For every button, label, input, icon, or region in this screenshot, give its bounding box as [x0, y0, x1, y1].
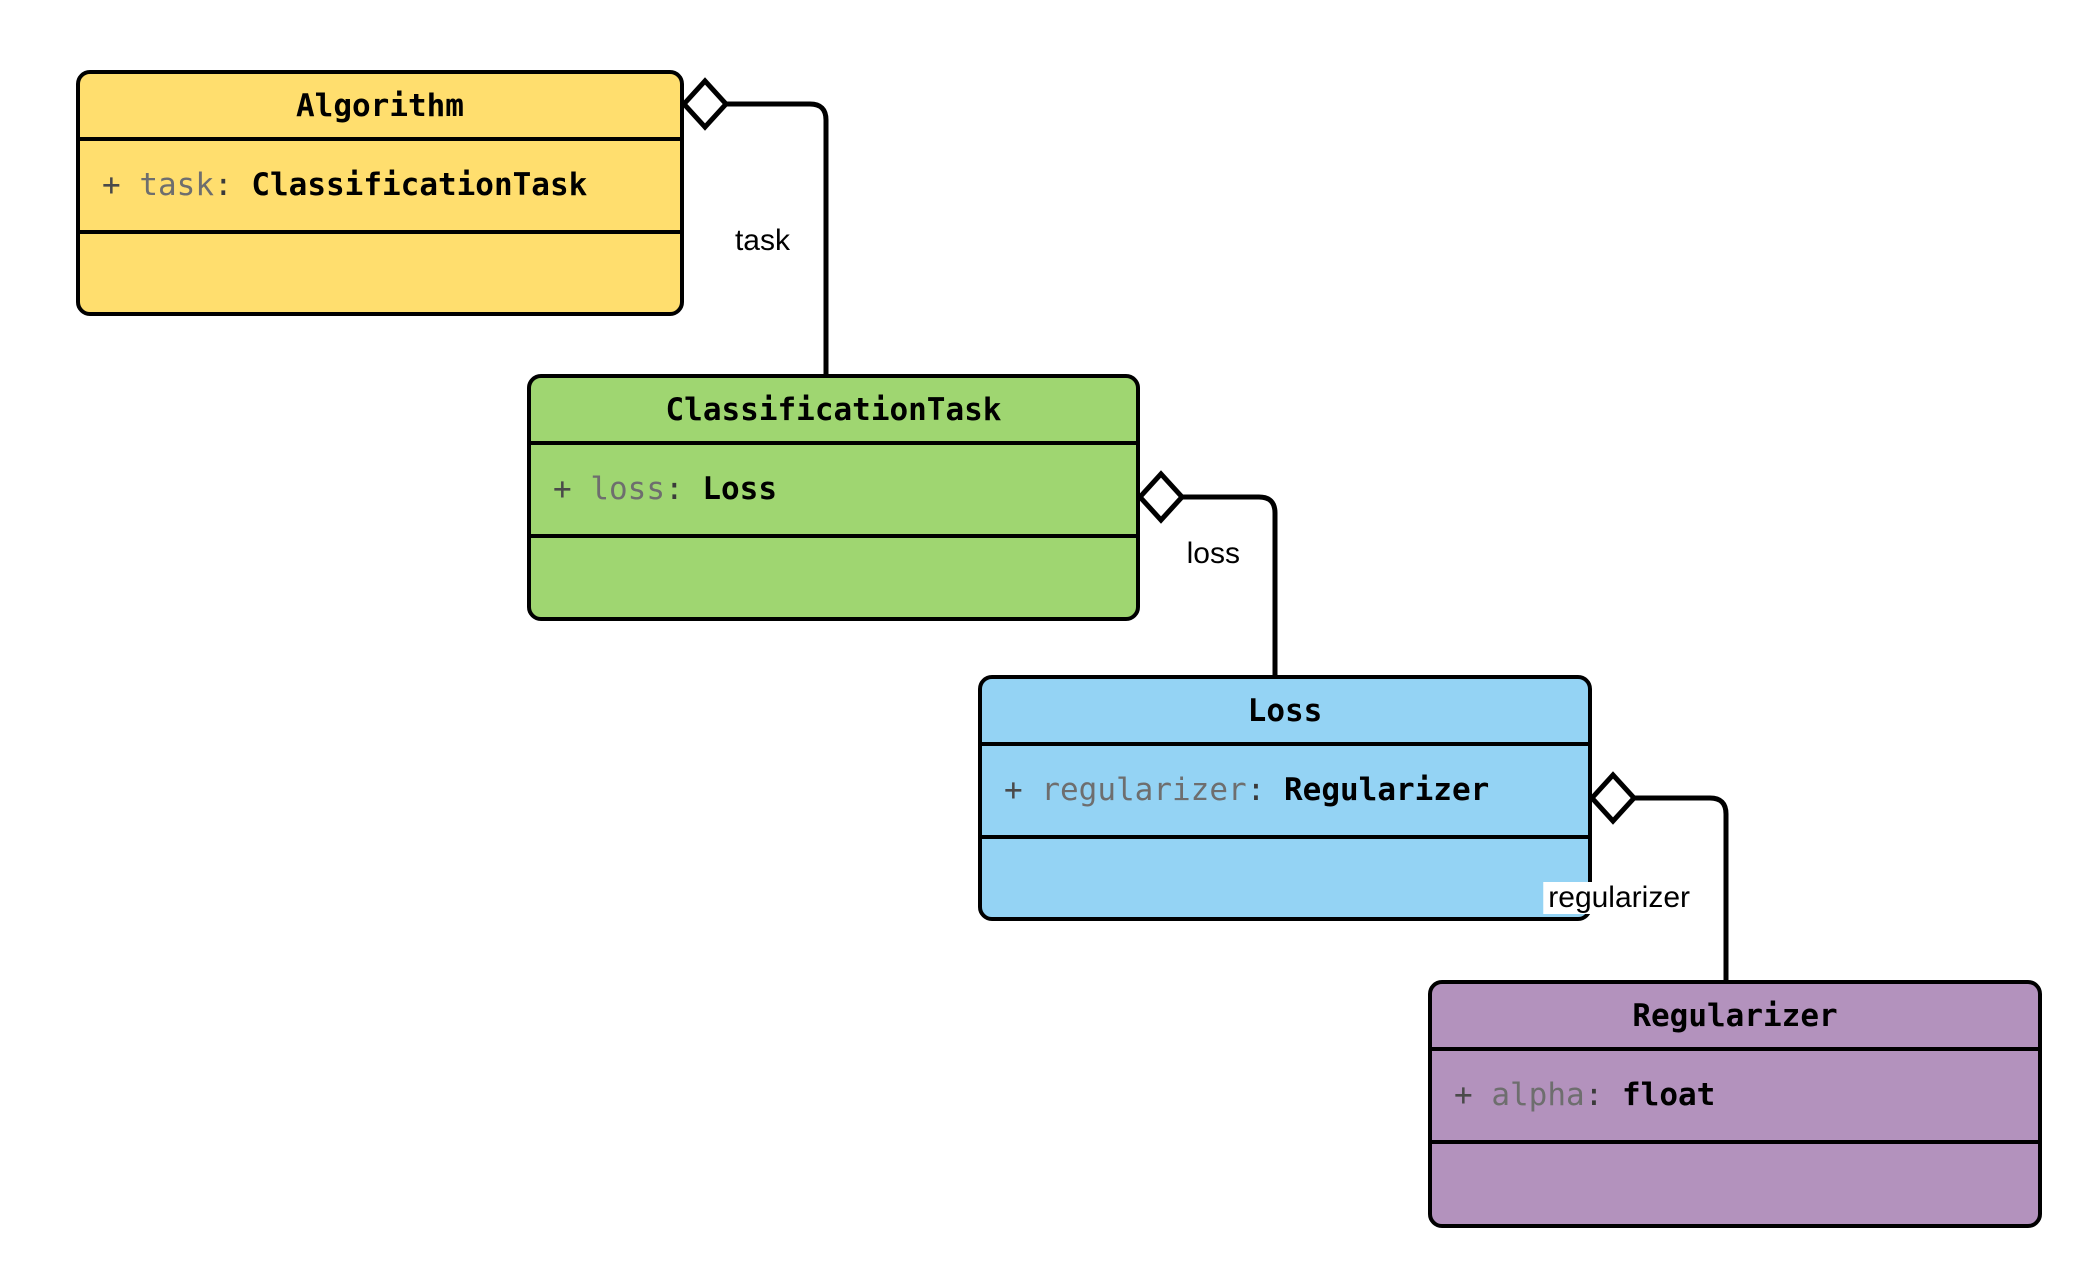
class-methods-algorithm: [80, 234, 680, 312]
attribute-name: task: [139, 167, 214, 204]
edge-classificationtask-loss[interactable]: [1136, 470, 1278, 675]
edge-label-task: task: [729, 225, 795, 257]
class-title-classificationtask: ClassificationTask: [531, 378, 1136, 445]
attribute-row: + task: ClassificationTask: [102, 168, 587, 202]
uml-class-regularizer[interactable]: Regularizer + alpha: float: [1428, 980, 2042, 1228]
attribute-type: float: [1622, 1077, 1716, 1114]
uml-class-loss[interactable]: Loss + regularizer: Regularizer: [978, 675, 1592, 921]
class-attributes-regularizer: + alpha: float: [1432, 1051, 2038, 1144]
attribute-type: Loss: [702, 471, 777, 508]
attribute-space: [233, 167, 252, 203]
class-attributes-classificationtask: + loss: Loss: [531, 445, 1136, 538]
attribute-visibility: +: [102, 167, 121, 204]
attribute-separator: :: [1246, 772, 1266, 809]
class-attributes-loss: + regularizer: Regularizer: [982, 746, 1588, 839]
edge-algorithm-task[interactable]: [680, 77, 829, 374]
attribute-space: [684, 471, 703, 507]
class-title-regularizer: Regularizer: [1432, 984, 2038, 1051]
attribute-space: [1603, 1077, 1622, 1113]
attribute-name: loss: [590, 471, 665, 508]
attribute-type: ClassificationTask: [251, 167, 588, 204]
attribute-row: + regularizer: Regularizer: [1004, 773, 1489, 807]
attribute-separator: :: [665, 471, 684, 508]
uml-class-classificationtask[interactable]: ClassificationTask + loss: Loss: [527, 374, 1140, 621]
attribute-separator: :: [214, 167, 233, 204]
attribute-visibility: +: [553, 471, 572, 508]
attribute-visibility: +: [1454, 1077, 1473, 1114]
attribute-space: [572, 471, 591, 507]
uml-class-algorithm[interactable]: Algorithm + task: ClassificationTask: [76, 70, 684, 316]
edge-label-regularizer: regularizer: [1543, 882, 1695, 914]
class-methods-classificationtask: [531, 538, 1136, 617]
attribute-space: [121, 167, 140, 203]
attribute-row: + alpha: float: [1454, 1078, 1715, 1112]
aggregation-diamond-icon: [1136, 470, 1186, 524]
attribute-space: [1265, 772, 1284, 808]
attribute-row: + loss: Loss: [553, 472, 777, 506]
class-methods-loss: [982, 839, 1588, 917]
attribute-space: [1023, 772, 1042, 808]
edge-line-loss-regularizer: [1634, 795, 1729, 980]
aggregation-diamond-icon: [680, 77, 730, 131]
aggregation-diamond-icon: [1588, 771, 1638, 825]
edge-line-classificationtask-loss: [1182, 494, 1278, 675]
edge-loss-regularizer[interactable]: [1588, 771, 1729, 980]
class-title-loss: Loss: [982, 679, 1588, 746]
attribute-visibility: +: [1004, 772, 1023, 809]
class-methods-regularizer: [1432, 1144, 2038, 1224]
class-title-algorithm: Algorithm: [80, 74, 680, 141]
edge-label-loss: loss: [1181, 538, 1245, 570]
attribute-type: Regularizer: [1284, 772, 1490, 809]
attribute-separator: :: [1584, 1077, 1604, 1114]
attribute-name: regularizer: [1041, 772, 1247, 809]
attribute-name: alpha: [1491, 1077, 1585, 1114]
class-attributes-algorithm: + task: ClassificationTask: [80, 141, 680, 234]
edge-line-algorithm-task: [726, 101, 829, 374]
attribute-space: [1473, 1077, 1492, 1113]
